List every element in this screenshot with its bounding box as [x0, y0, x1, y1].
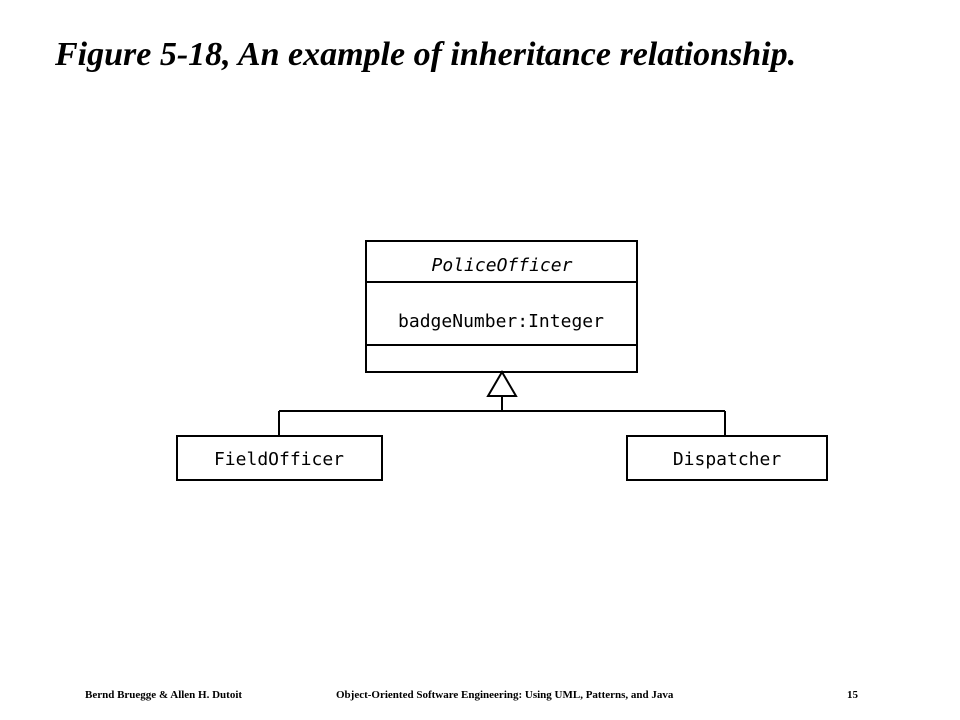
class-field-officer-name: FieldOfficer	[214, 449, 344, 470]
footer-page-number: 15	[847, 689, 858, 701]
class-dispatcher-box	[626, 435, 828, 481]
class-dispatcher-name: Dispatcher	[673, 449, 782, 470]
footer-authors: Bernd Bruegge & Allen H. Dutoit	[85, 689, 243, 701]
footer-book-title: Object-Oriented Software Engineering: Us…	[336, 689, 674, 701]
slide-title: Figure 5-18, An example of inheritance r…	[55, 36, 797, 73]
generalization-arrowhead	[486, 370, 518, 397]
class-police-officer-attribute: badgeNumber:Integer	[398, 311, 604, 332]
class-police-officer-name: PoliceOfficer	[432, 255, 573, 276]
class-police-officer-box	[365, 240, 638, 373]
class-field-officer-box	[176, 435, 383, 481]
class-field-officer: FieldOfficer	[176, 435, 383, 481]
generalization-connector	[278, 370, 726, 436]
class-police-officer: PoliceOfficer badgeNumber:Integer	[365, 240, 638, 373]
class-dispatcher: Dispatcher	[626, 435, 828, 481]
